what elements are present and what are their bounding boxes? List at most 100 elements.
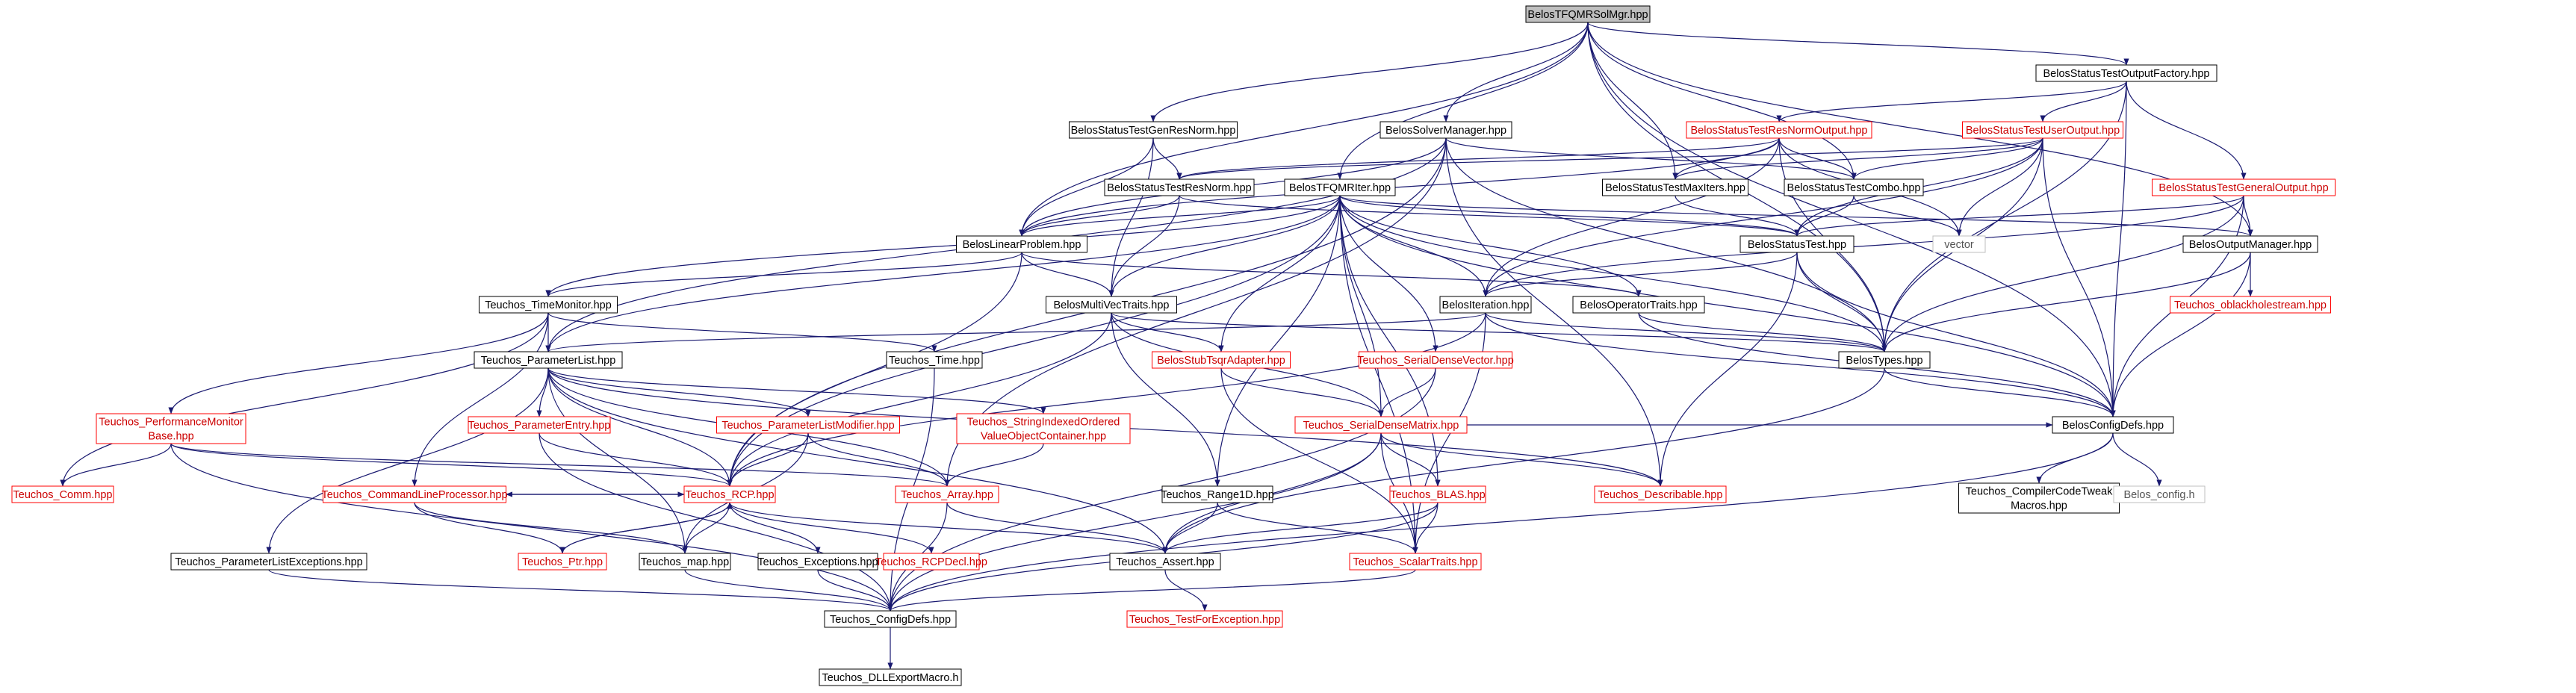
edge-assert-to-testforexc [1164, 569, 1208, 612]
node-box [895, 485, 999, 503]
edge-genout-to-belositer [1483, 195, 2244, 297]
node-genout[interactable]: BelosStatusTestGeneralOutput.hpp [2152, 178, 2336, 196]
edge-sdvec-to-sdmat [1378, 367, 1436, 417]
node-map[interactable]: Teuchos_map.hpp [639, 553, 731, 571]
node-stub[interactable]: BelosStubTsqrAdapter.hpp [1152, 351, 1291, 369]
node-range1d[interactable]: Teuchos_Range1D.hpp [1161, 485, 1274, 503]
edge-range1d-to-assert [1162, 502, 1218, 554]
node-maxit[interactable]: BelosStatusTestMaxIters.hpp [1602, 178, 1748, 196]
node-stest[interactable]: BelosStatusTest.hpp [1739, 235, 1855, 253]
node-label: BelosSolverManager.hpp [1385, 125, 1506, 137]
node-label: BelosTFQMRSolMgr.hpp [1527, 9, 1648, 21]
edge-perfmon-to-comm [60, 443, 172, 487]
node-dllexport[interactable]: Teuchos_DLLExportMacro.h [819, 668, 962, 686]
node-oblack[interactable]: Teuchos_oblackholestream.hpp [2170, 296, 2331, 314]
node-tconfig[interactable]: Teuchos_ConfigDefs.hpp [824, 610, 957, 628]
edge-userout-to-combo [1851, 137, 2043, 180]
node-blas[interactable]: Teuchos_BLAS.hpp [1389, 485, 1486, 503]
node-array[interactable]: Teuchos_Array.hpp [895, 485, 999, 503]
edge-range1d-to-scalartraits [1217, 502, 1418, 554]
edge-gen-to-linprob [1019, 137, 1154, 237]
node-outfac[interactable]: BelosStatusTestOutputFactory.hpp [2035, 64, 2217, 82]
node-label: Teuchos_Comm.hpp [13, 489, 113, 501]
edge-stest-to-describable [1657, 252, 1798, 487]
node-box [824, 610, 957, 628]
node-iter[interactable]: BelosTFQMRIter.hpp [1284, 178, 1396, 196]
edge-resout-to-maxit [1672, 137, 1780, 180]
node-clp[interactable]: Teuchos_CommandLineProcessor.hpp [321, 485, 508, 503]
edge-resout-to-linprob [1019, 137, 1780, 237]
node-box [2170, 296, 2331, 314]
edge-sdmat-to-tconfig [887, 432, 1382, 612]
edge-stest-to-btypes [1796, 252, 1887, 352]
node-mvt[interactable]: BelosMultiVecTraits.hpp [1046, 296, 1177, 314]
edge-stest-to-belositer [1483, 252, 1798, 297]
node-smgr[interactable]: BelosSolverManager.hpp [1379, 121, 1512, 139]
edge-timemon-to-time [547, 312, 937, 352]
node-belositer[interactable]: BelosIteration.hpp [1439, 296, 1532, 314]
edge-scalartraits-to-tconfig [887, 569, 1416, 612]
node-box [1349, 553, 1482, 571]
node-plexc[interactable]: Teuchos_ParameterListExceptions.hpp [170, 553, 367, 571]
node-ptr[interactable]: Teuchos_Ptr.hpp [518, 553, 607, 571]
node-pentry[interactable]: Teuchos_ParameterEntry.hpp [468, 416, 611, 434]
node-label: Teuchos_ConfigDefs.hpp [830, 614, 951, 626]
node-timemon[interactable]: Teuchos_TimeMonitor.hpp [479, 296, 618, 314]
node-optraits[interactable]: BelosOperatorTraits.hpp [1572, 296, 1705, 314]
edge-userout-to-belositer [1483, 137, 2043, 297]
edge-resnorm-to-linprob [1019, 195, 1180, 237]
node-resout[interactable]: BelosStatusTestResNormOutput.hpp [1686, 121, 1872, 139]
node-sdvec[interactable]: Teuchos_SerialDenseVector.hpp [1357, 351, 1514, 369]
node-label: Teuchos_Ptr.hpp [522, 556, 603, 568]
node-sdmat[interactable]: Teuchos_SerialDenseMatrix.hpp [1294, 416, 1468, 434]
node-label: Teuchos_ScalarTraits.hpp [1353, 556, 1477, 568]
node-describable[interactable]: Teuchos_Describable.hpp [1594, 485, 1727, 503]
edge-clp-to-ptr [414, 502, 565, 554]
node-userout[interactable]: BelosStatusTestUserOutput.hpp [1962, 121, 2123, 139]
edge-iter-to-sdvec [1339, 195, 1438, 352]
node-resnorm[interactable]: BelosStatusTestResNorm.hpp [1104, 178, 1255, 196]
edge-stub-to-sdmat [1220, 367, 1384, 417]
edge-linprob-to-mvt [1021, 252, 1114, 297]
node-layer: BelosTFQMRSolMgr.hppBelosStatusTestGenRe… [11, 5, 2336, 686]
node-testforexc[interactable]: Teuchos_TestForException.hpp [1126, 610, 1283, 628]
node-assert[interactable]: Teuchos_Assert.hpp [1109, 553, 1221, 571]
node-belosconfigh: Belos_config.h [2113, 485, 2206, 503]
node-box [1602, 178, 1748, 196]
node-outmgr[interactable]: BelosOutputManager.hpp [2182, 235, 2318, 253]
node-box [639, 553, 731, 571]
node-plist[interactable]: Teuchos_ParameterList.hpp [474, 351, 623, 369]
edge-plist-to-rcp [547, 367, 733, 487]
node-rcpdecl[interactable]: Teuchos_RCPDecl.hpp [875, 553, 987, 571]
node-exceptions[interactable]: Teuchos_Exceptions.hpp [757, 553, 878, 571]
edge-root-to-combo [1587, 22, 1857, 180]
node-box [1379, 121, 1512, 139]
node-label: BelosOperatorTraits.hpp [1580, 299, 1697, 311]
node-time[interactable]: Teuchos_Time.hpp [886, 351, 983, 369]
node-comm[interactable]: Teuchos_Comm.hpp [11, 485, 114, 503]
node-bconfig[interactable]: BelosConfigDefs.hpp [2052, 416, 2174, 434]
node-btypes[interactable]: BelosTypes.hpp [1838, 351, 1931, 369]
node-strindexed[interactable]: Teuchos_StringIndexedOrderedValueObjectC… [956, 413, 1131, 444]
edge-strindexed-to-array [944, 443, 1044, 487]
node-box [1152, 351, 1291, 369]
edge-stub-to-scalartraits [1220, 367, 1418, 554]
edge-outmgr-to-btypes [1881, 252, 2251, 352]
node-box [956, 235, 1087, 253]
node-box [1046, 296, 1177, 314]
edge-blas-to-scalartraits [1412, 502, 1438, 554]
node-scalartraits[interactable]: Teuchos_ScalarTraits.hpp [1349, 553, 1482, 571]
node-gen[interactable]: BelosStatusTestGenResNorm.hpp [1069, 121, 1238, 139]
node-label: Teuchos_Assert.hpp [1116, 556, 1214, 568]
node-linprob[interactable]: BelosLinearProblem.hpp [956, 235, 1087, 253]
edge-iter-to-sdmat [1339, 195, 1384, 417]
node-rcp[interactable]: Teuchos_RCP.hpp [683, 485, 776, 503]
edge-root-to-outfac [1587, 22, 2129, 66]
node-label: BelosIteration.hpp [1442, 299, 1530, 311]
edge-array-to-assert [946, 502, 1168, 554]
node-combo[interactable]: BelosStatusTestCombo.hpp [1784, 178, 1924, 196]
node-plmod[interactable]: Teuchos_ParameterListModifier.hpp [716, 416, 900, 434]
